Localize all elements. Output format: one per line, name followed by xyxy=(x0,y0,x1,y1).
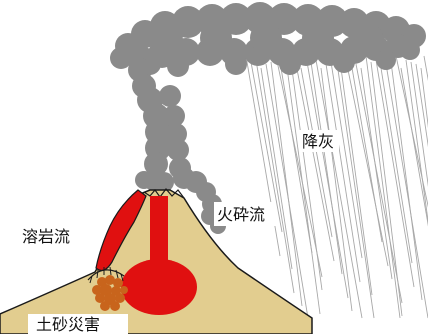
ashfall-streak xyxy=(405,59,428,224)
ashfall-streak xyxy=(395,55,428,208)
ashfall-streak xyxy=(360,67,393,280)
debris-blob xyxy=(100,284,112,296)
ashfall-streak xyxy=(375,59,415,288)
ash-cloud-puff xyxy=(200,22,232,54)
debris-flow xyxy=(87,266,128,311)
ashfall-streak xyxy=(370,61,403,317)
ashfall-streak xyxy=(335,55,375,319)
ashfall-streak xyxy=(295,63,335,262)
debris-blob xyxy=(95,293,105,303)
crater-rim xyxy=(143,188,185,199)
ashfall-streak xyxy=(325,63,361,283)
ashfall-streak xyxy=(380,67,413,264)
ashfall-streak xyxy=(345,59,389,267)
ash-cloud-puff xyxy=(172,6,204,38)
ashfall-streak xyxy=(340,67,373,296)
ash-cloud-puff xyxy=(376,50,396,70)
ashfall-streak xyxy=(270,61,303,307)
ashfall-streak xyxy=(260,67,293,270)
ashfall-label-bg xyxy=(299,130,339,152)
ash-cloud xyxy=(110,2,426,77)
ash-cloud-puff xyxy=(250,22,282,54)
ashfall-streak xyxy=(300,67,333,238)
ashfall-streak xyxy=(385,63,428,319)
ash-cloud-puff xyxy=(400,40,420,60)
debris-blob xyxy=(110,301,120,311)
plume-puff xyxy=(163,105,185,127)
ash-cloud-puff xyxy=(333,51,355,73)
ashfall-streak xyxy=(410,61,428,187)
ash-cloud-puff xyxy=(353,23,383,53)
landslide-scar xyxy=(87,269,125,281)
ash-cloud-puff xyxy=(279,53,301,75)
ashfall-streak xyxy=(290,61,323,291)
pyroclastic-label-bg xyxy=(214,202,276,226)
ash-cloud-puff xyxy=(167,55,189,77)
plume-puff xyxy=(159,85,181,107)
debris-blob xyxy=(92,285,102,295)
ash-cloud-puff xyxy=(225,53,247,75)
ashfall-streak xyxy=(250,61,283,233)
pyroclastic-plume xyxy=(128,58,226,234)
ashfall-streak xyxy=(320,67,353,312)
magma-conduit xyxy=(150,196,168,274)
ashfall-streak xyxy=(255,59,295,294)
plume-puff xyxy=(165,123,187,145)
ashfall-streak xyxy=(305,55,349,299)
landslide-hatch xyxy=(89,266,124,284)
pyroclastic-flow-label: 火砕流 xyxy=(217,205,265,224)
debris-blob xyxy=(115,293,125,303)
debris-blob xyxy=(105,275,115,285)
ashfall-streak xyxy=(310,61,343,275)
lava-flow-label: 溶岩流 xyxy=(22,227,70,246)
debris-blob xyxy=(100,301,110,311)
ash-cloud-puff xyxy=(110,47,132,69)
ashfall-streak xyxy=(355,63,403,304)
ash-cloud-puff xyxy=(302,22,334,54)
debris-blobs xyxy=(92,275,128,311)
ashfall-streak xyxy=(390,61,423,301)
ashfall-streak xyxy=(315,59,363,319)
debris-blob xyxy=(113,278,123,288)
plume-puff xyxy=(167,139,189,161)
ash-cloud-puff xyxy=(153,25,183,55)
ashfall-streak xyxy=(350,61,383,243)
ashfall-streak xyxy=(285,59,321,315)
ashfall-streak xyxy=(415,63,428,148)
ashfall-streak xyxy=(423,55,428,82)
sediment-disaster-label: 土砂災害 xyxy=(36,315,100,334)
plume-puff xyxy=(154,172,174,192)
ashfall-streak xyxy=(330,61,363,259)
plume-puff xyxy=(135,171,153,189)
ashfall-streak xyxy=(365,55,401,319)
ashfall-streak xyxy=(400,67,428,227)
sediment-label-bg xyxy=(28,314,128,334)
ashfall-streak xyxy=(275,55,323,278)
ash-cloud-puff xyxy=(220,3,252,35)
ashfall-label: 降灰 xyxy=(302,132,334,151)
ashfall-streak xyxy=(280,67,313,254)
ashfall-streaks xyxy=(245,55,428,319)
magma-chamber xyxy=(121,259,197,315)
debris-blob xyxy=(120,286,128,294)
ashfall-streak xyxy=(420,67,428,129)
